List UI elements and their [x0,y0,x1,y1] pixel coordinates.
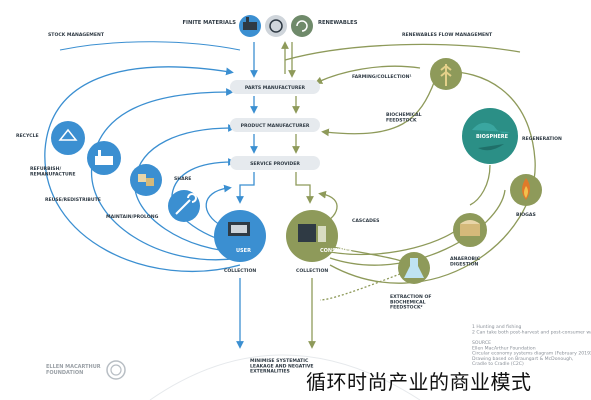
parts-manufacturer-box: PARTS MANUFACTURER [230,80,320,94]
biohazard-recycle-icon [265,15,287,37]
service-provider-box: SERVICE PROVIDER [230,156,320,170]
leakage-arc [149,354,421,400]
extraction-dashed [319,267,416,301]
maintain-label: MAINTAIN/PROLONG [106,214,159,220]
parts-manufacturer-label: PARTS MANUFACTURER [245,85,306,91]
share-label: SHARE [174,176,191,182]
cascades-label: CASCADES [352,218,379,224]
renewables-arc [284,43,521,61]
farming-node: FARMING/COLLECTION¹ [352,58,462,90]
biogas-loop [329,189,506,266]
recycle-label: RECYCLE [16,133,39,139]
collection-label-green: COLLECTION [296,268,328,274]
recycle-icon [291,15,313,37]
consumer-node: CONSUMER COLLECTION [286,210,352,274]
maintain-loop [171,158,246,247]
consumer-label: CONSUMER [320,248,352,254]
service-down [236,172,255,204]
collection-label-blue: COLLECTION [224,268,256,274]
share-loop [205,184,232,227]
globe-icon [462,108,518,164]
stock-management-label: STOCK MANAGEMENT [48,32,105,38]
service-provider-label: SERVICE PROVIDER [250,161,300,167]
product-manufacturer-box: PRODUCT MANUFACTURER [230,118,320,132]
caption: 循环时尚产业的商业模式 [306,370,532,394]
reuse-node: REUSE/REDISTRIBUTE [45,164,162,203]
biosphere-label: BIOSPHERE [476,134,509,140]
product-manufacturer-label: PRODUCT MANUFACTURER [241,123,310,129]
green-down-3 [295,172,314,204]
user-node: USER COLLECTION [214,210,266,274]
outer-bio-loop [329,67,536,284]
biogas-node: BIOGAS [510,174,542,218]
feedstock-arc [321,79,436,137]
renewables-flow-label: RENEWABLES FLOW MANAGEMENT [402,32,493,38]
finite-materials-group: FINITE MATERIALS [183,15,287,37]
recycle-circle-icon [51,121,85,155]
farming-to-parts [314,65,421,84]
farming-label: FARMING/COLLECTION¹ [352,74,412,80]
recycle-loop [44,66,241,273]
stock-management-arc [59,41,241,51]
biogas-label: BIOGAS [516,212,536,218]
maintain-node: MAINTAIN/PROLONG [106,190,200,222]
regeneration-label: REGENERATION [522,136,562,142]
refurbish-label: REFURBISH/REMANUFACTURE [30,166,75,177]
finite-materials-label: FINITE MATERIALS [183,20,237,26]
biosphere-node: BIOSPHERE REGENERATION [462,108,562,164]
user-label: USER [236,248,251,254]
refurbish-node: REFURBISH/REMANUFACTURE [30,141,121,177]
share-node: SHARE [174,176,191,182]
biosphere-down [469,164,491,206]
renewables-group: RENEWABLES [291,15,358,37]
reuse-label: REUSE/REDISTRIBUTE [45,197,101,203]
recycle-node: RECYCLE [16,121,85,155]
renewables-label: RENEWABLES [318,20,358,26]
foundation-logo-icon [106,360,126,380]
